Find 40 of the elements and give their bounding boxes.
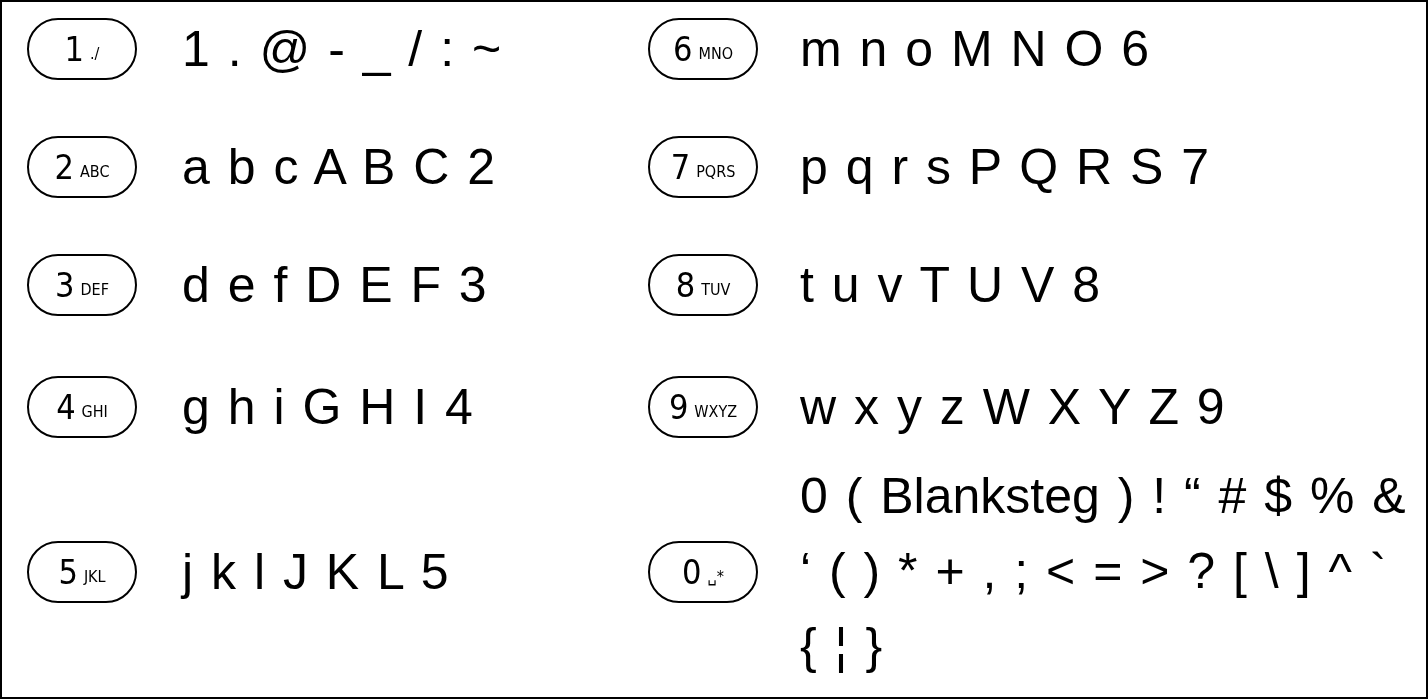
key-digit: 1 bbox=[64, 32, 84, 66]
key-letters: ␣* bbox=[707, 569, 724, 585]
character-list: p q r s P Q R S 7 bbox=[800, 130, 1209, 205]
key-letters: ./ bbox=[90, 46, 100, 62]
key-digit: 0 bbox=[682, 555, 702, 589]
keypad-key bbox=[27, 541, 137, 603]
key-letters: GHI bbox=[81, 404, 108, 420]
key-digit: 2 bbox=[54, 150, 74, 184]
character-list: j k l J K L 5 bbox=[182, 535, 449, 610]
character-list: d e f D E F 3 bbox=[182, 248, 487, 323]
key-digit: 7 bbox=[670, 150, 691, 184]
key-digit: 4 bbox=[56, 390, 76, 424]
keypad-key bbox=[27, 254, 137, 316]
character-list: w x y z W X Y Z 9 bbox=[800, 370, 1225, 445]
character-list: 0 ( Blanksteg ) ! “ # $ % & ‘ ( ) * + , ; < = > ? [ \ ] ^ ` { ¦ } bbox=[800, 459, 1410, 684]
key-letters: WXYZ bbox=[694, 404, 738, 420]
key-digit: 3 bbox=[55, 268, 75, 302]
keypad-key bbox=[648, 254, 758, 316]
key-digit: 6 bbox=[673, 32, 693, 66]
character-list: m n o M N O 6 bbox=[800, 12, 1150, 87]
key-digit: 5 bbox=[58, 555, 78, 589]
key-letters: DEF bbox=[80, 282, 109, 298]
keypad-key bbox=[27, 18, 137, 80]
character-list: t u v T U V 8 bbox=[800, 248, 1101, 323]
keypad-key bbox=[648, 18, 758, 80]
keypad-key bbox=[648, 376, 758, 438]
character-list: 1 . @ - _ / : ~ bbox=[182, 12, 502, 87]
key-digit: 8 bbox=[675, 268, 696, 302]
key-letters: ABC bbox=[80, 164, 110, 180]
key-letters: MNO bbox=[698, 46, 733, 62]
keypad-key bbox=[27, 136, 137, 198]
key-digit: 9 bbox=[668, 390, 689, 424]
keypad-key bbox=[27, 376, 137, 438]
keypad-key bbox=[648, 541, 758, 603]
key-letters: PQRS bbox=[696, 164, 736, 180]
character-list: a b c A B C 2 bbox=[182, 130, 496, 205]
key-letters: JKL bbox=[83, 569, 106, 585]
key-letters: TUV bbox=[701, 282, 731, 298]
character-list: g h i G H I 4 bbox=[182, 370, 473, 445]
keypad-key bbox=[648, 136, 758, 198]
